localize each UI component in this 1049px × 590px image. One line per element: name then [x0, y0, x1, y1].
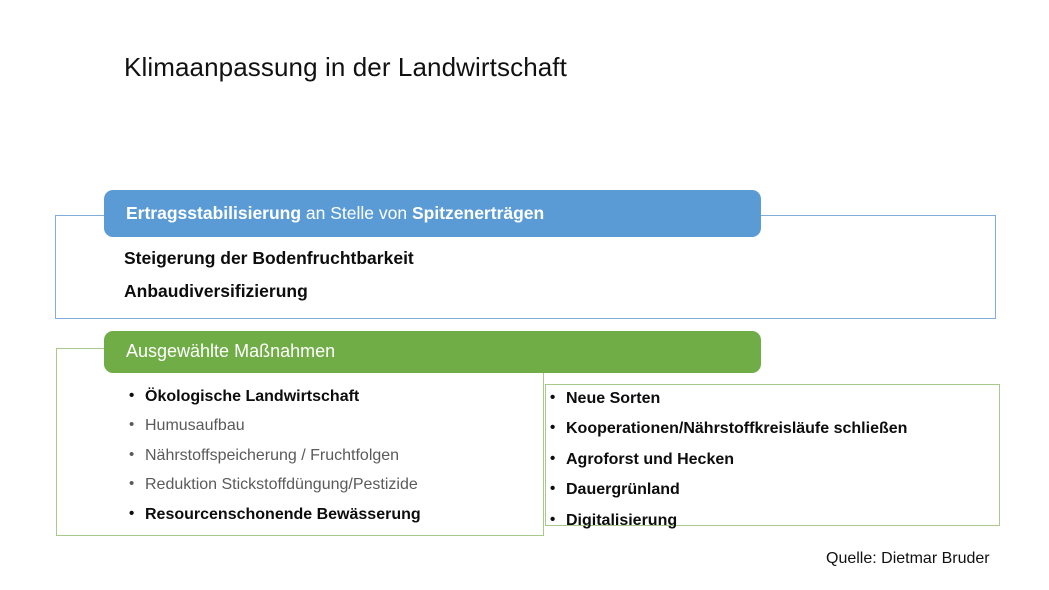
blue-body-line-2: Anbaudiversifizierung [124, 280, 308, 301]
blue-banner-part1: Ertragsstabilisierung [126, 202, 302, 223]
measures-left-list: Ökologische Landwirtschaft Humusaufbau N… [128, 387, 421, 535]
list-item: Reduktion Stickstoffdüngung/Pestizide [128, 475, 421, 494]
list-item: Dauergrünland [549, 480, 907, 499]
list-item: Digitalisierung [549, 511, 907, 530]
blue-banner-label: Ertragsstabilisierung an Stelle von Spit… [104, 202, 545, 223]
list-item: Humusaufbau [128, 416, 421, 435]
page-title: Klimaanpassung in der Landwirtschaft [124, 52, 567, 82]
list-item: Nährstoffspeicherung / Fruchtfolgen [128, 446, 421, 465]
list-item: Agroforst und Hecken [549, 450, 907, 469]
blue-banner: Ertragsstabilisierung an Stelle von Spit… [104, 190, 761, 237]
green-banner-label: Ausgewählte Maßnahmen [126, 341, 336, 362]
blue-body-line-1: Steigerung der Bodenfruchtbarkeit [124, 248, 414, 268]
green-banner: Ausgewählte Maßnahmen [104, 331, 761, 373]
list-item: Ökologische Landwirtschaft [128, 387, 421, 406]
list-item: Neue Sorten [549, 389, 907, 408]
blue-body-lines: Steigerung der Bodenfruchtbarkeit Anbaud… [124, 248, 414, 315]
blue-banner-part3: Spitzenerträgen [411, 202, 545, 223]
blue-banner-part2: an Stelle von [301, 202, 412, 223]
measures-right-list: Neue Sorten Kooperationen/Nährstoffkreis… [549, 389, 907, 542]
list-item: Resourcenschonende Bewässerung [128, 505, 421, 524]
source-attribution: Quelle: Dietmar Bruder [826, 550, 990, 567]
list-item: Kooperationen/Nährstoffkreisläufe schlie… [549, 419, 907, 438]
